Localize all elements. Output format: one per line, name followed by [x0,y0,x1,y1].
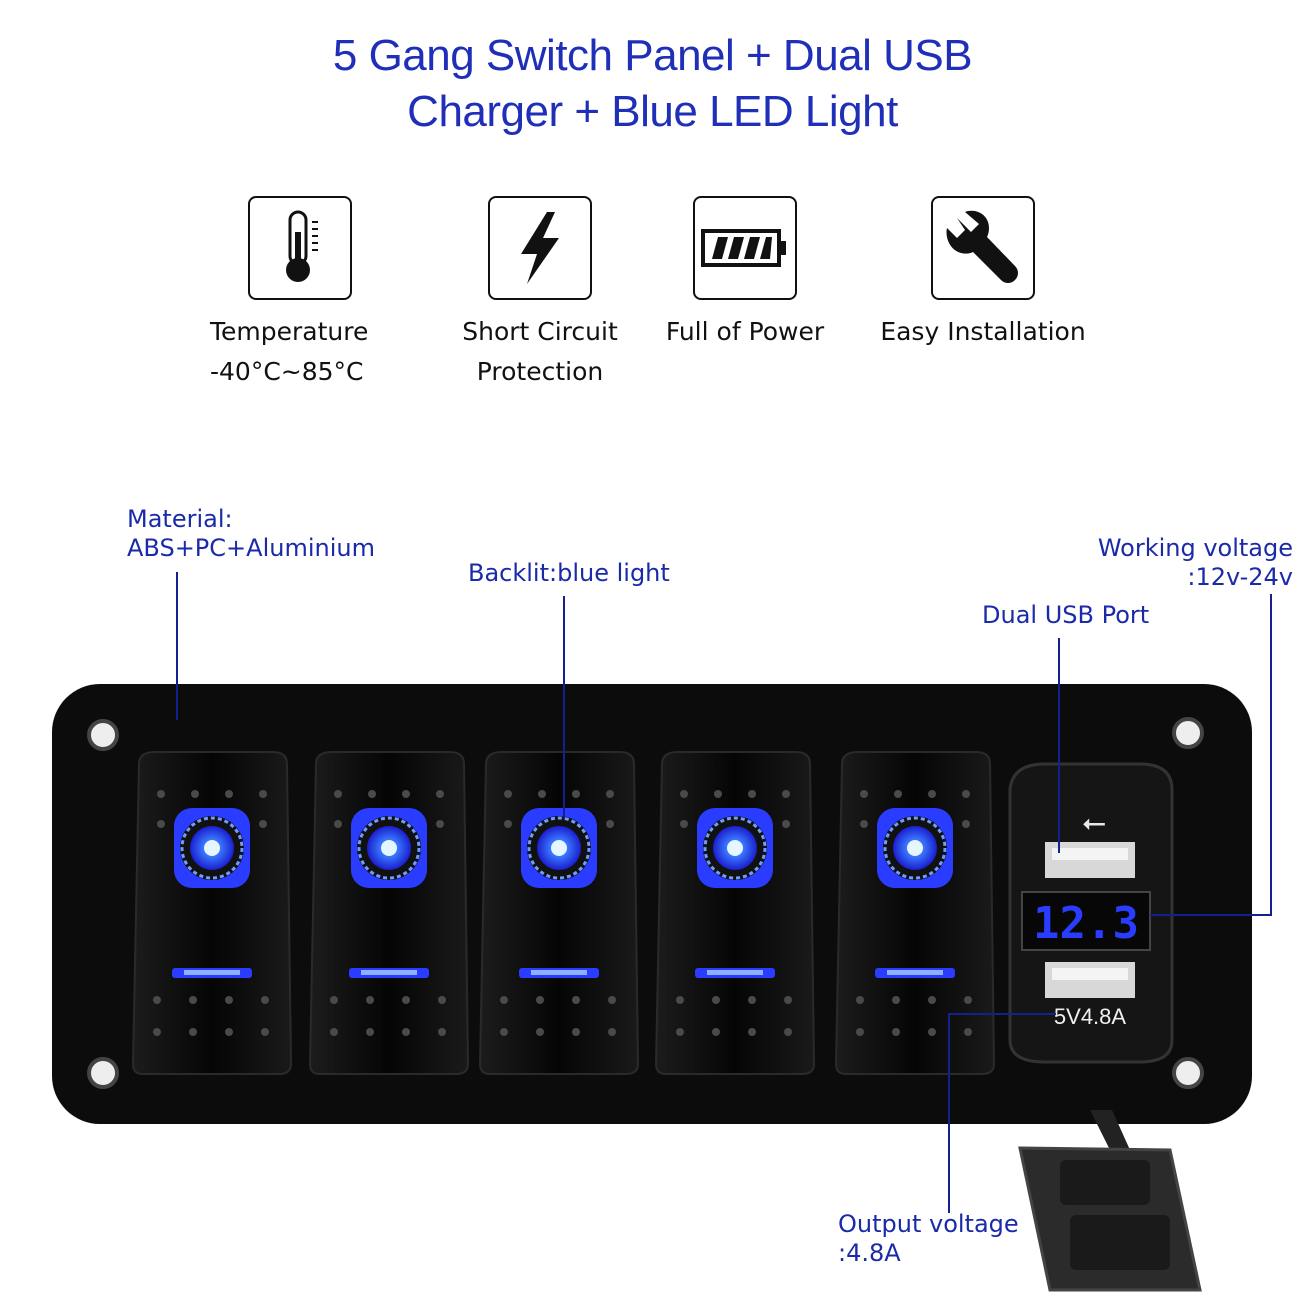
title-line-1: 5 Gang Switch Panel + Dual USB [332,31,973,80]
usb-icon: ⭠ [1082,805,1106,840]
feature-label-line1: Short Circuit [462,317,618,346]
rocker-switch-3[interactable] [478,751,640,1075]
usb-port-top [1045,842,1135,878]
material-callout: Material: ABS+PC+Aluminium [127,505,375,563]
lightning-bolt-icon [521,212,559,284]
callout-line1: Working voltage [1097,534,1293,562]
usb-cable [1090,1110,1130,1150]
material-line [176,572,178,720]
output-voltage-callout: Output voltage :4.8A [838,1210,1019,1268]
title-line-2: Charger + Blue LED Light [407,87,898,136]
feature-label-line2: Protection [476,357,604,386]
thermometer-icon [286,210,318,282]
feature-label-line2: -40°C~85°C [210,357,364,386]
rocker-switch-2[interactable] [308,751,470,1075]
feature-label-line1: Easy Installation [880,317,1086,346]
callout-line1: Output voltage [838,1210,1019,1238]
callout-line2: ABS+PC+Aluminium [127,534,375,562]
feature-temperature: Temperature -40°C~85°C [200,196,400,392]
rocker-switch-4[interactable] [654,751,816,1075]
callout-line1: Material: [127,505,233,533]
feature-label-line1: Full of Power [665,317,825,346]
svg-text:5V4.8A: 5V4.8A [1054,1004,1126,1029]
voltage-line-horiz [1150,914,1272,916]
usb-port-bottom [1045,962,1135,998]
output-line-vert [948,1013,950,1213]
voltmeter-display: 12.3 [1021,891,1151,951]
rocker-switch-1[interactable] [131,751,293,1075]
callout-line2: :12v-24v [1187,563,1293,591]
usb-charger-module: ⭠ 12.3 5V4.8A [1008,762,1174,1064]
battery-icon [701,229,786,267]
page-title: 5 Gang Switch Panel + Dual USB Charger +… [0,28,1305,140]
working-voltage-callout: Working voltage :12v-24v [1085,534,1293,592]
usb-port-line [1058,638,1060,853]
usb-port-callout: Dual USB Port [982,601,1150,629]
feature-label-line1: Temperature [210,317,369,346]
svg-text:12.3: 12.3 [1033,898,1139,949]
feature-easy-installation: Easy Installation [868,196,1098,352]
feature-full-power: Full of Power [645,196,845,352]
mounting-holes [87,717,1204,1089]
rocker-switch-5[interactable] [834,751,996,1075]
callout-line2: :4.8A [838,1239,901,1267]
feature-short-circuit: Short Circuit Protection [440,196,640,392]
backlit-callout: Backlit:blue light [468,559,670,587]
output-line-horiz [948,1013,1056,1015]
backlit-line [563,596,565,818]
wrench-icon [946,210,1018,283]
voltage-line-vert [1270,594,1272,916]
